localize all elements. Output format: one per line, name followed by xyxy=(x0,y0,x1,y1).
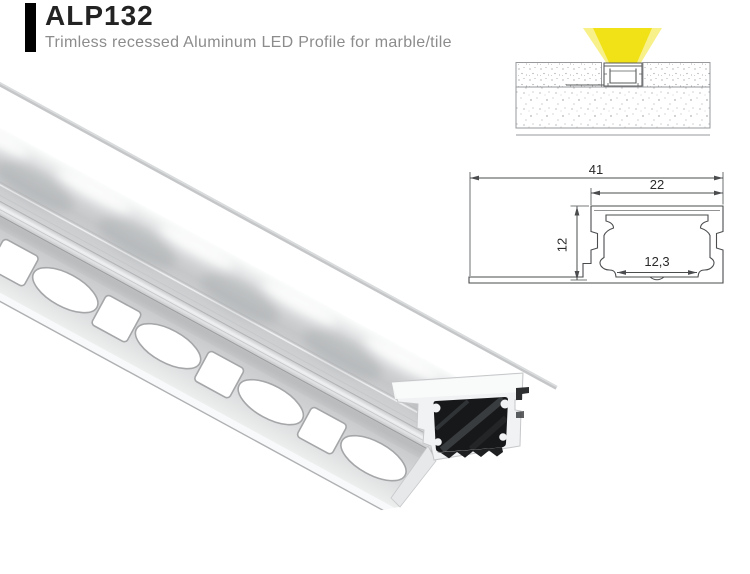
cavity-outline xyxy=(599,214,715,278)
side-wall-lines xyxy=(0,161,495,483)
flange-shadow xyxy=(0,173,488,490)
far-edge-highlight xyxy=(0,70,558,388)
flange-hole-square xyxy=(91,294,142,343)
dimension-channel-width: 22 xyxy=(590,177,723,205)
page-title: ALP132 xyxy=(45,0,154,31)
mortar-speckle xyxy=(516,87,710,128)
header: ALP132 Trimless recessed Aluminum LED Pr… xyxy=(0,0,520,60)
dim-label-12-3: 12,3 xyxy=(644,254,669,269)
accent-bar xyxy=(25,3,36,52)
end-face xyxy=(390,372,529,461)
embedded-notches xyxy=(604,73,642,86)
flange-hole-square xyxy=(296,406,347,455)
cavity-striations xyxy=(434,397,508,453)
dimension-inner-width: 12,3 xyxy=(617,254,697,275)
outer-notch-shadow-lower xyxy=(516,411,524,418)
dimension-total-width: 41 xyxy=(469,162,724,276)
dim-label-12: 12 xyxy=(555,238,570,252)
tile-left-speckle xyxy=(516,62,602,87)
light-beam-core xyxy=(593,28,652,63)
embedded-profile xyxy=(566,62,643,87)
flange-edge-line xyxy=(0,238,453,549)
profile-body xyxy=(0,105,530,549)
flange-hole-ellipse xyxy=(237,378,305,426)
installation-diagram xyxy=(515,28,711,136)
flange-hole-ellipse xyxy=(31,266,99,314)
embedded-channel-outline xyxy=(603,62,643,87)
embedded-inner-channel xyxy=(609,68,637,84)
bottom-rib-arc xyxy=(649,276,665,281)
flange-rolled-edge xyxy=(0,232,456,548)
flange-hole-ellipse xyxy=(134,322,202,370)
page-subtitle: Trimless recessed Aluminum LED Profile f… xyxy=(45,33,452,51)
cross-section-drawing: 41 22 12 12,3 xyxy=(468,162,724,284)
dim-label-41: 41 xyxy=(589,162,603,177)
title-block: ALP132 Trimless recessed Aluminum LED Pr… xyxy=(45,0,452,52)
flange-hole-square xyxy=(194,350,245,399)
end-face-top-highlight xyxy=(392,374,522,399)
arrowheads xyxy=(617,270,697,275)
cavity-mounting-notches xyxy=(431,399,510,446)
mortar-layer xyxy=(515,86,711,136)
far-edge-line xyxy=(0,70,558,390)
dim-label-22: 22 xyxy=(650,177,664,192)
flange-hole-square xyxy=(0,238,39,287)
channel-side-wall xyxy=(0,162,495,483)
tile-layer xyxy=(515,62,711,88)
outer-notch-shadow xyxy=(516,387,529,400)
dimension-height: 12 xyxy=(555,205,589,281)
tile-right-speckle xyxy=(643,62,710,87)
flange-hole-ellipse xyxy=(340,434,407,482)
arrowheads xyxy=(574,206,580,280)
flange-holes xyxy=(0,238,407,482)
cavity-sawtooth-base xyxy=(437,447,503,459)
light-beam xyxy=(583,28,662,63)
